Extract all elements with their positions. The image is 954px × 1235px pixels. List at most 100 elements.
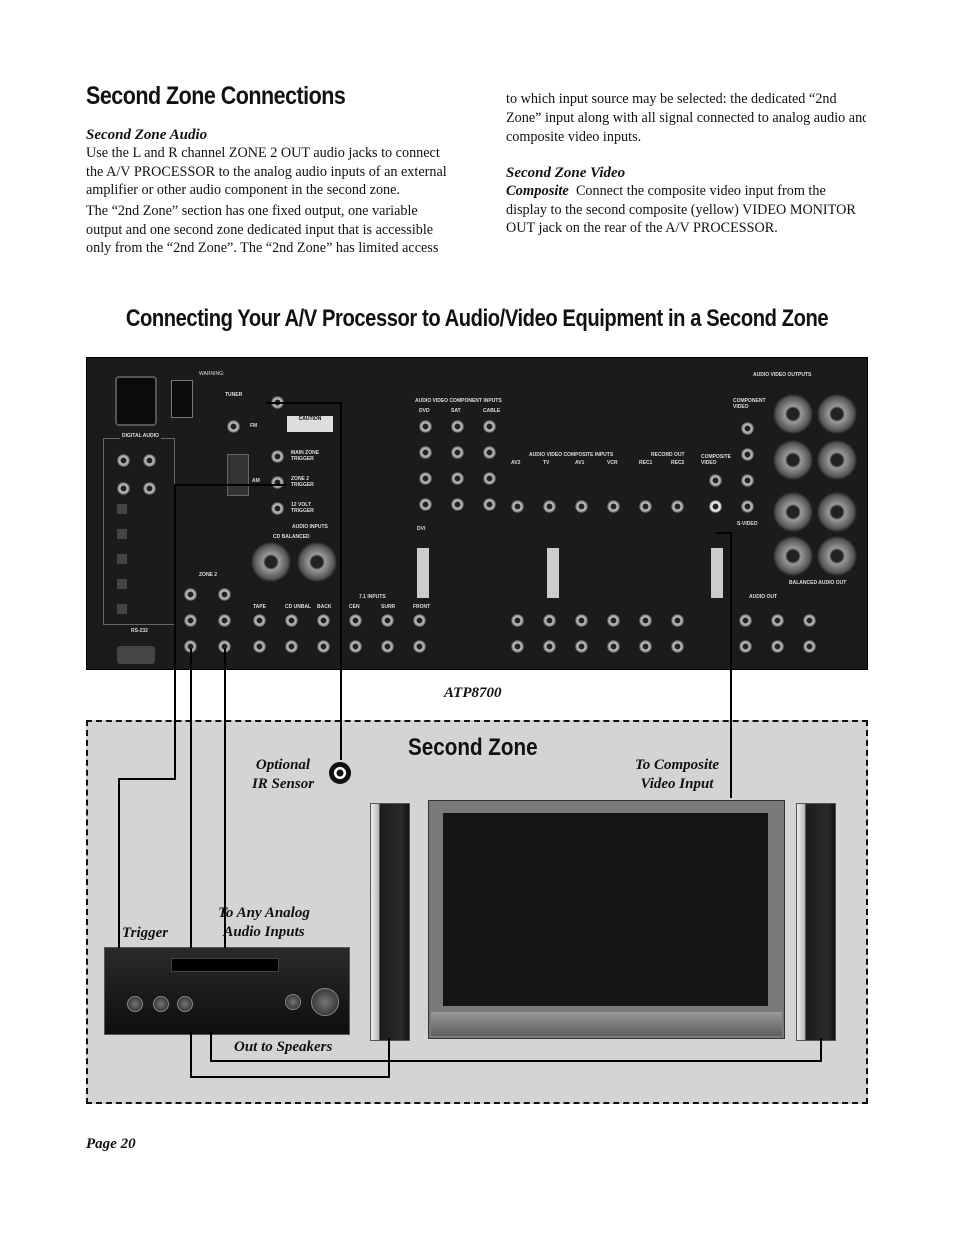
composite-video-out-2 bbox=[709, 500, 722, 513]
audio-wire-right-b bbox=[224, 930, 226, 948]
bottom-row-jack-r-0 bbox=[253, 640, 266, 653]
bottom-row-label-4: SURR bbox=[381, 604, 396, 610]
audio-text-2b-wrapper: The “2nd Zone” section has one fixed out… bbox=[506, 90, 866, 147]
composite-jack-0 bbox=[511, 500, 524, 513]
bottom-row-label-0: TAPE bbox=[253, 604, 266, 610]
dig2-jack bbox=[117, 454, 130, 467]
second-zone-title: Second Zone bbox=[408, 734, 538, 761]
composite-audio-r-0 bbox=[511, 640, 524, 653]
volume-knob bbox=[311, 988, 339, 1016]
ir-wire-h bbox=[266, 402, 342, 404]
power-switch bbox=[171, 380, 193, 418]
bottom-row-label-1: CD UNBAL bbox=[285, 604, 312, 610]
audio-text-2a: The “2nd Zone” section has one fixed out… bbox=[86, 202, 451, 259]
composite-jack-3 bbox=[607, 500, 620, 513]
comp-y-out bbox=[741, 474, 754, 487]
xlr-cen bbox=[817, 536, 857, 576]
composite-audio-l-5 bbox=[671, 614, 684, 627]
audio-wire-left bbox=[190, 648, 192, 948]
xlr-surr-right bbox=[817, 440, 857, 480]
speakers-label: Out to Speakers bbox=[234, 1039, 333, 1055]
tuner-label: TUNER bbox=[225, 392, 243, 398]
video-subheading: Second Zone Video bbox=[506, 165, 626, 181]
composite-audio-l-0 bbox=[511, 614, 524, 627]
composite-inputs-label: AUDIO VIDEO COMPOSITE INPUTS bbox=[529, 452, 614, 458]
component-video-label: COMPONENT VIDEO bbox=[733, 398, 766, 410]
record-out-label: RECORD OUT bbox=[651, 452, 685, 458]
cd-balanced-label: CD BALANCED bbox=[273, 534, 310, 540]
zone2-fixed-left bbox=[184, 640, 197, 653]
video-section: Second Zone Video Composite Connect the … bbox=[506, 165, 866, 238]
av-outputs-label: AUDIO VIDEO OUTPUTS bbox=[753, 372, 812, 378]
trigger-wire-v1 bbox=[118, 778, 120, 948]
composite-audio-r-3 bbox=[607, 640, 620, 653]
spk-wire-1 bbox=[190, 1032, 192, 1078]
composite-input-label-5: REC2 bbox=[671, 460, 685, 466]
component-jack-1-2 bbox=[451, 472, 464, 485]
dig4-jack bbox=[117, 482, 130, 495]
bottom-row-jack-r-3 bbox=[349, 640, 362, 653]
xlr-surr-left bbox=[773, 440, 813, 480]
spk-wire-4 bbox=[210, 1032, 212, 1062]
zone2-left-a bbox=[184, 588, 197, 601]
bottom-row-label-3: CEN bbox=[349, 604, 360, 610]
dvi-port-1 bbox=[417, 548, 429, 598]
left-speaker bbox=[370, 803, 410, 1041]
main-zone-trigger-label: MAIN ZONE TRIGGER bbox=[291, 450, 320, 462]
component-jack-2-3 bbox=[483, 498, 496, 511]
composite-input-label-1: TV bbox=[543, 460, 550, 466]
composite-jack-1 bbox=[543, 500, 556, 513]
fm-jack bbox=[227, 420, 240, 433]
main-zone-trigger-jack bbox=[271, 450, 284, 463]
component-jack-0-0 bbox=[419, 420, 432, 433]
out-front-l bbox=[803, 614, 816, 627]
bottom-row-jack-r-5 bbox=[413, 640, 426, 653]
fm-label: FM bbox=[250, 423, 258, 429]
rs232-port bbox=[117, 646, 155, 664]
cd-right-xlr bbox=[297, 542, 337, 582]
component-jack-2-0 bbox=[483, 420, 496, 433]
digital-audio-label: DIGITAL AUDIO bbox=[120, 433, 161, 439]
dvi-port-3 bbox=[711, 548, 723, 598]
composite-input-label-4: REC1 bbox=[639, 460, 653, 466]
page-number: Page 20 bbox=[86, 1136, 136, 1152]
xlr-front-right bbox=[817, 394, 857, 434]
spk-wire-5 bbox=[210, 1060, 822, 1062]
composite-video-label: COMPOSITE VIDEO bbox=[701, 454, 732, 466]
bottom-row-jack-r-1 bbox=[285, 640, 298, 653]
bottom-row-jack-l-5 bbox=[413, 614, 426, 627]
svideo-label: S-VIDEO bbox=[737, 521, 758, 527]
dvi-label: DVI bbox=[417, 526, 426, 532]
xlr-back-left bbox=[773, 492, 813, 532]
spk-wire-3 bbox=[388, 1038, 390, 1078]
am-terminal bbox=[227, 454, 249, 496]
tv-screen bbox=[443, 813, 768, 1006]
component-input-label-1: SAT bbox=[451, 408, 461, 414]
out-surr-r bbox=[771, 640, 784, 653]
component-jack-0-1 bbox=[419, 446, 432, 459]
xlr-back-right bbox=[817, 492, 857, 532]
zone2-left-b bbox=[184, 614, 197, 627]
zone2-right-a bbox=[218, 588, 231, 601]
component-jack-1-1 bbox=[451, 446, 464, 459]
composite-input-label-0: AV2 bbox=[511, 460, 521, 466]
composite-video-out-1 bbox=[709, 474, 722, 487]
bottom-row-jack-l-4 bbox=[381, 614, 394, 627]
amp-knob-2 bbox=[153, 996, 169, 1012]
composite-jack-4 bbox=[639, 500, 652, 513]
composite-input-label: To Composite Video Input bbox=[634, 757, 720, 792]
trigger-label: Trigger bbox=[122, 925, 169, 941]
component-inputs-label: AUDIO VIDEO COMPONENT INPUTS bbox=[415, 398, 502, 404]
bottom-row-jack-l-2 bbox=[317, 614, 330, 627]
composite-audio-l-3 bbox=[607, 614, 620, 627]
composite-label: Composite bbox=[506, 183, 569, 199]
am-label: AM bbox=[252, 478, 260, 484]
trigger-wire-v2 bbox=[174, 484, 176, 780]
television bbox=[428, 800, 785, 1039]
ir-wire-v bbox=[340, 402, 342, 760]
audio-wire-right-a bbox=[224, 648, 226, 948]
xlr-sub bbox=[773, 536, 813, 576]
composite-audio-r-5 bbox=[671, 640, 684, 653]
audio-inputs-label: AUDIO INPUTS bbox=[292, 524, 328, 530]
comp-pr-out bbox=[741, 422, 754, 435]
